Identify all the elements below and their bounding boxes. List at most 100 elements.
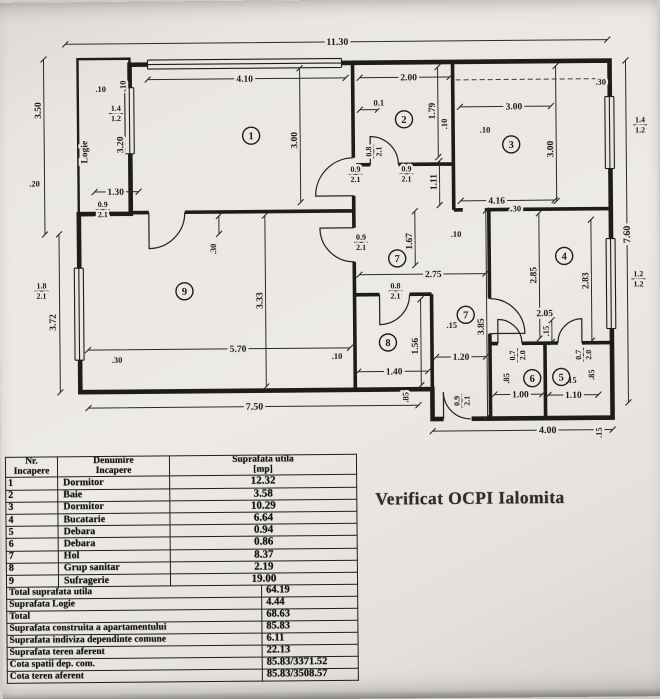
dimension-label: 1.10 [565,391,582,401]
spec-height: 2.1 [374,147,383,157]
window-loggia [124,87,135,155]
dimension-label: 4.00 [539,425,557,436]
spec-height: 1.2 [111,114,121,123]
room-number-circle [552,367,571,387]
dimension-label: .15 [446,320,457,330]
dimension-label: 2.83 [581,272,591,289]
window-room9 [73,267,85,361]
room-number-text: 6 [530,374,535,385]
summary-value: 22.13 [262,644,359,658]
room-nr: 8 [6,562,59,576]
room-number-circle [175,282,194,301]
window-top [146,57,343,70]
room-number-text: 9 [182,287,187,298]
room-number: 7 [388,249,407,268]
room-number: 9 [175,282,194,301]
header-cell-col1: Nr.Incapere [5,456,58,478]
room-name: Dormitor [57,476,170,490]
inner-walls [130,61,612,419]
spec-height: 2.1 [36,292,46,301]
dimension-label: 1.00 [512,390,529,400]
spec-height: 2.0 [584,350,593,360]
opening-spec-label: 1.82.1 [34,279,49,303]
room-nr: 5 [6,526,59,539]
room-number: 2 [394,110,414,129]
windows [73,57,618,426]
header-line: Incapere [95,465,132,476]
dimension-tick-path [40,36,632,435]
opening-spec-label: 1.21.2 [631,267,646,291]
dimension-label: 11.30 [326,37,348,48]
dimension-label: .30 [112,355,123,365]
spec-width: 1.4 [635,115,645,124]
dimension-label: .10 [480,125,491,135]
dimension-label: 3.00 [546,140,556,157]
dimension-label: 2.85 [529,267,539,284]
dimension-label: .85 [400,392,410,403]
room-name: Baie [57,488,170,502]
room-number-circle [388,249,407,268]
dimension-label: 3.20 [116,136,126,153]
spec-height: 2.1 [356,243,366,252]
room-name: Grup sanitar [58,561,171,576]
summary-value: 85.83 [261,620,358,634]
room-number: 5 [552,367,571,387]
dimension-label: 1.20 [453,353,470,363]
room-number: 1 [241,126,261,145]
spec-height: 2.1 [463,396,472,406]
room-nr: 9 [6,575,59,588]
dimension-label: 1.67 [405,233,415,250]
spec-width: 0.8 [364,147,373,157]
room-number-text: 7 [463,310,468,321]
room-number-circle [554,246,574,266]
dimension-label: .85 [586,369,596,380]
room-number: 4 [554,246,574,266]
room-number-text: 3 [509,140,514,151]
room-name: Debara [58,537,171,551]
dimension-label: 2.05 [536,309,553,319]
dimension-label: .85 [501,373,511,384]
room-number-text: 7 [395,254,400,265]
spec-width: 0.9 [452,396,461,406]
room-name: Bucatarie [57,512,171,527]
dimension-label: 2.75 [425,270,442,280]
opening-spec-label: 0.82.1 [388,279,403,303]
dimension-label: 1.56 [411,338,421,355]
room-number-circle [523,369,542,388]
dimension-label: .15 [594,427,604,438]
header-cell-col3: Suprafata utila[mp] [169,454,357,477]
summary-label: Cota teren aferent [7,669,263,684]
spec-width: 1.8 [36,281,46,290]
dimension-label: 7.60 [622,226,633,244]
opening-spec-label: 1.41.2 [632,113,647,137]
dimension-label: .10 [332,351,343,361]
dimension-label: 5.70 [230,345,247,355]
dimension-label: 3.00 [506,102,523,112]
room-name: Hol [58,549,171,563]
spec-height: 1.2 [635,125,645,134]
dimension-label: 7.50 [246,402,264,413]
header-line: Incapere [13,466,50,477]
dimension-label: 1.30 [107,188,124,198]
spec-width: 0.9 [401,164,411,173]
summary-value: 85.83/3371.52 [262,656,359,670]
verification-stamp: Verificat OCPI Ialomita [375,486,565,509]
loggia-label: Logie [80,141,90,164]
room-name: Dormitor [57,500,170,514]
dimension-label: .10 [451,229,462,239]
spec-width: 0.7 [508,350,517,360]
room-number: 7 [456,305,475,325]
dimension-label: .15 [541,326,551,337]
window-room4 [605,237,617,330]
